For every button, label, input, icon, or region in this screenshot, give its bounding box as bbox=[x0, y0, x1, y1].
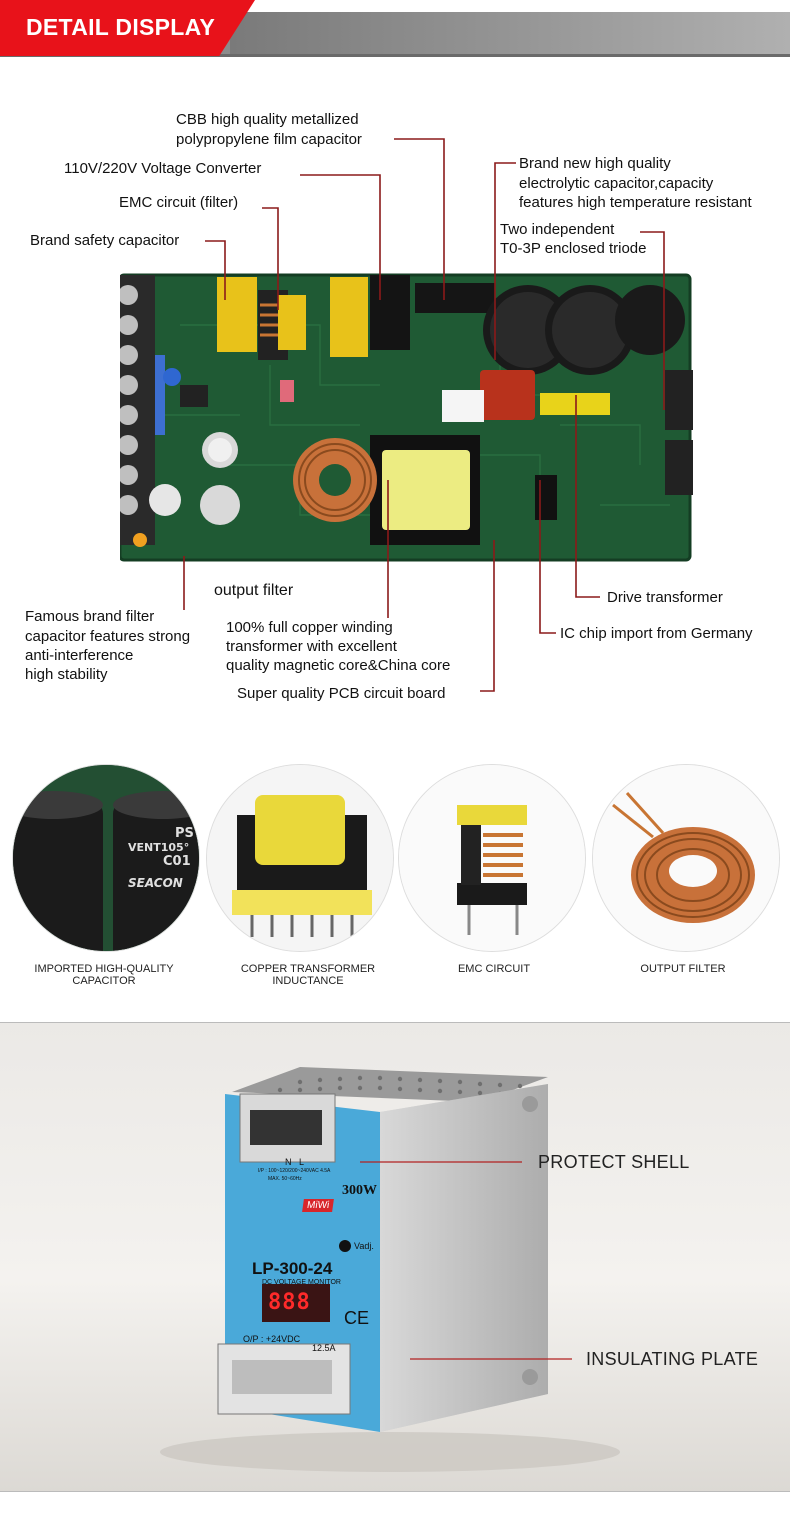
header-shadow bbox=[0, 54, 790, 57]
page-title: DETAIL DISPLAY bbox=[26, 14, 216, 40]
insulating-plate-label: INSULATING PLATE bbox=[586, 1349, 759, 1369]
callout-drive-transformer: Drive transformer bbox=[607, 589, 723, 606]
frequency-spec: MAX. 50~60Hz bbox=[268, 1176, 302, 1182]
gallery-caption-output-filter: OUTPUT FILTER bbox=[640, 963, 726, 975]
cap-text-brand: SEACON bbox=[128, 876, 183, 890]
callout-filter-cap-line4: high stability bbox=[25, 666, 108, 683]
capacitor-image: PS VENT105° C01 SEACON bbox=[12, 764, 200, 952]
output-spec: O/P : +24VDC bbox=[243, 1334, 301, 1344]
brand-logo: MiWi bbox=[302, 1199, 335, 1212]
protect-shell-label: PROTECT SHELL bbox=[538, 1152, 690, 1172]
vadj-label: Vadj. bbox=[354, 1241, 374, 1251]
callout-filter-cap-line3: anti-interference bbox=[25, 647, 134, 664]
callout-electrolytic-line1: Brand new high quality bbox=[519, 155, 671, 172]
callout-cbb-line2: polypropylene film capacitor bbox=[176, 131, 362, 148]
gallery-caption-emc: EMC CIRCUIT bbox=[457, 963, 531, 975]
callout-triode-line1: Two independent bbox=[500, 221, 615, 238]
header-tab bbox=[0, 0, 255, 56]
wattage-label: 300W bbox=[342, 1183, 377, 1198]
callout-ic-chip: IC chip import from Germany bbox=[560, 625, 753, 642]
callout-safety-capacitor: Brand safety capacitor bbox=[30, 232, 180, 249]
callout-triode-line2: T0-3P enclosed triode bbox=[500, 240, 647, 257]
emc-circuit-image bbox=[398, 764, 586, 952]
callout-output-filter: output filter bbox=[214, 582, 294, 599]
cap-text-ps: PS bbox=[175, 826, 194, 841]
transformer-image bbox=[206, 764, 394, 952]
power-supply-image bbox=[160, 1067, 620, 1472]
output-filter-image bbox=[592, 764, 780, 952]
header-bar-gradient bbox=[230, 12, 790, 54]
callout-emc-circuit: EMC circuit (filter) bbox=[119, 194, 239, 211]
callout-leader-lines bbox=[183, 138, 665, 692]
callout-copper-line1: 100% full copper winding bbox=[226, 619, 393, 636]
callout-voltage-converter: 110V/220V Voltage Converter bbox=[64, 160, 262, 177]
callout-filter-cap-line2: capacitor features strong bbox=[25, 628, 191, 645]
terminal-labels: N L bbox=[285, 1157, 305, 1167]
callout-copper-line2: transformer with excellent bbox=[226, 638, 397, 655]
callout-pcb-board: Super quality PCB circuit board bbox=[237, 685, 446, 702]
input-spec: I/P : 100~120/200~240VAC 4.5A bbox=[258, 1168, 331, 1174]
ce-mark: CE bbox=[344, 1308, 370, 1328]
cap-text-c01: C01 bbox=[163, 854, 191, 869]
gallery-caption-capacitor: IMPORTED HIGH-QUALITY CAPACITOR bbox=[34, 963, 174, 987]
current-spec: 12.5A bbox=[312, 1343, 336, 1353]
callout-electrolytic-line3: features high temperature resistant bbox=[519, 194, 752, 211]
model-label: LP-300-24 bbox=[252, 1259, 333, 1278]
cap-text-vent: VENT105° bbox=[128, 841, 189, 854]
product-photo-frame bbox=[0, 1022, 790, 1492]
pcb-board-image bbox=[120, 273, 693, 562]
callout-filter-cap-line1: Famous brand filter bbox=[25, 608, 155, 625]
monitor-label: DC VOLTAGE MONITOR bbox=[262, 1279, 341, 1286]
callout-electrolytic-line2: electrolytic capacitor,capacity bbox=[519, 175, 714, 192]
callout-copper-line3: quality magnetic core&China core bbox=[226, 657, 451, 674]
gallery-caption-transformer: COPPER TRANSFORMER INDUCTANCE bbox=[240, 963, 376, 987]
callout-cbb-line1: CBB high quality metallized bbox=[176, 111, 359, 128]
voltage-display: 888 bbox=[268, 1290, 311, 1315]
